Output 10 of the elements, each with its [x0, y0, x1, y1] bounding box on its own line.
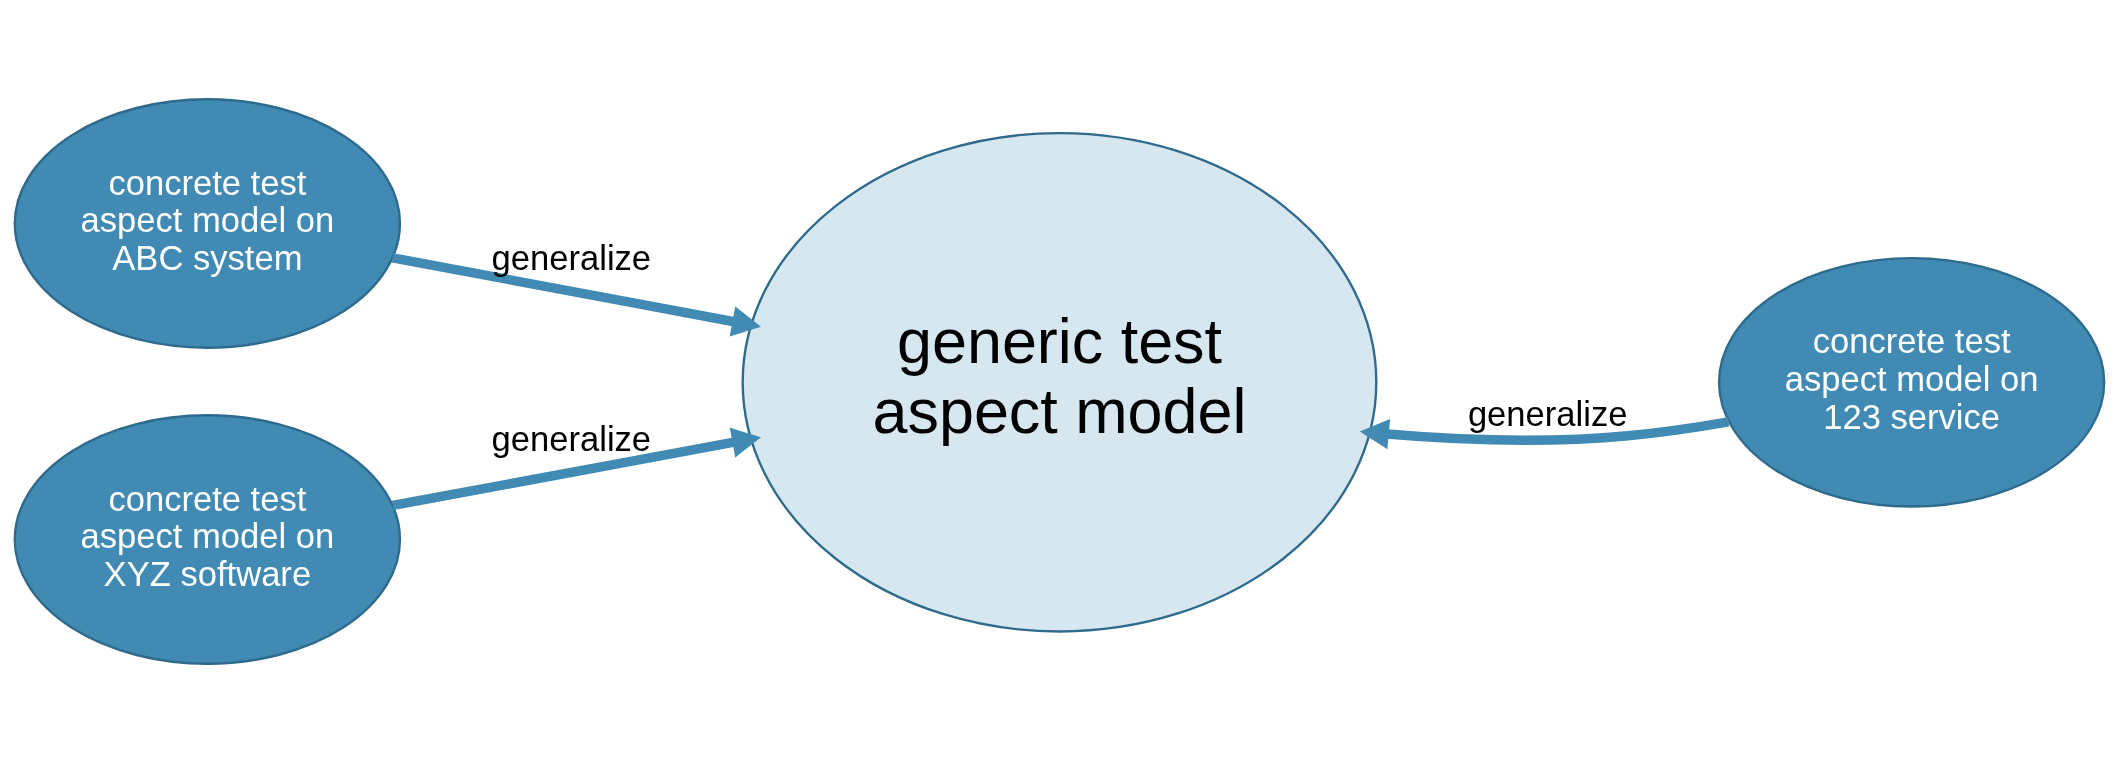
arrow — [391, 252, 761, 336]
node-ellipse: generic test aspect model — [741, 131, 1378, 633]
node-ellipse: concrete test aspect model on 123 service — [1717, 256, 2106, 508]
node-ellipse: concrete test aspect model on XYZ software — [13, 413, 402, 665]
edge-label: generalize — [491, 238, 652, 277]
edge-label: generalize — [1467, 394, 1628, 433]
arrow — [1359, 416, 1730, 449]
node-ellipse: concrete test aspect model on ABC system — [13, 97, 402, 349]
arrow — [391, 427, 761, 510]
edge-label: generalize — [491, 419, 652, 458]
